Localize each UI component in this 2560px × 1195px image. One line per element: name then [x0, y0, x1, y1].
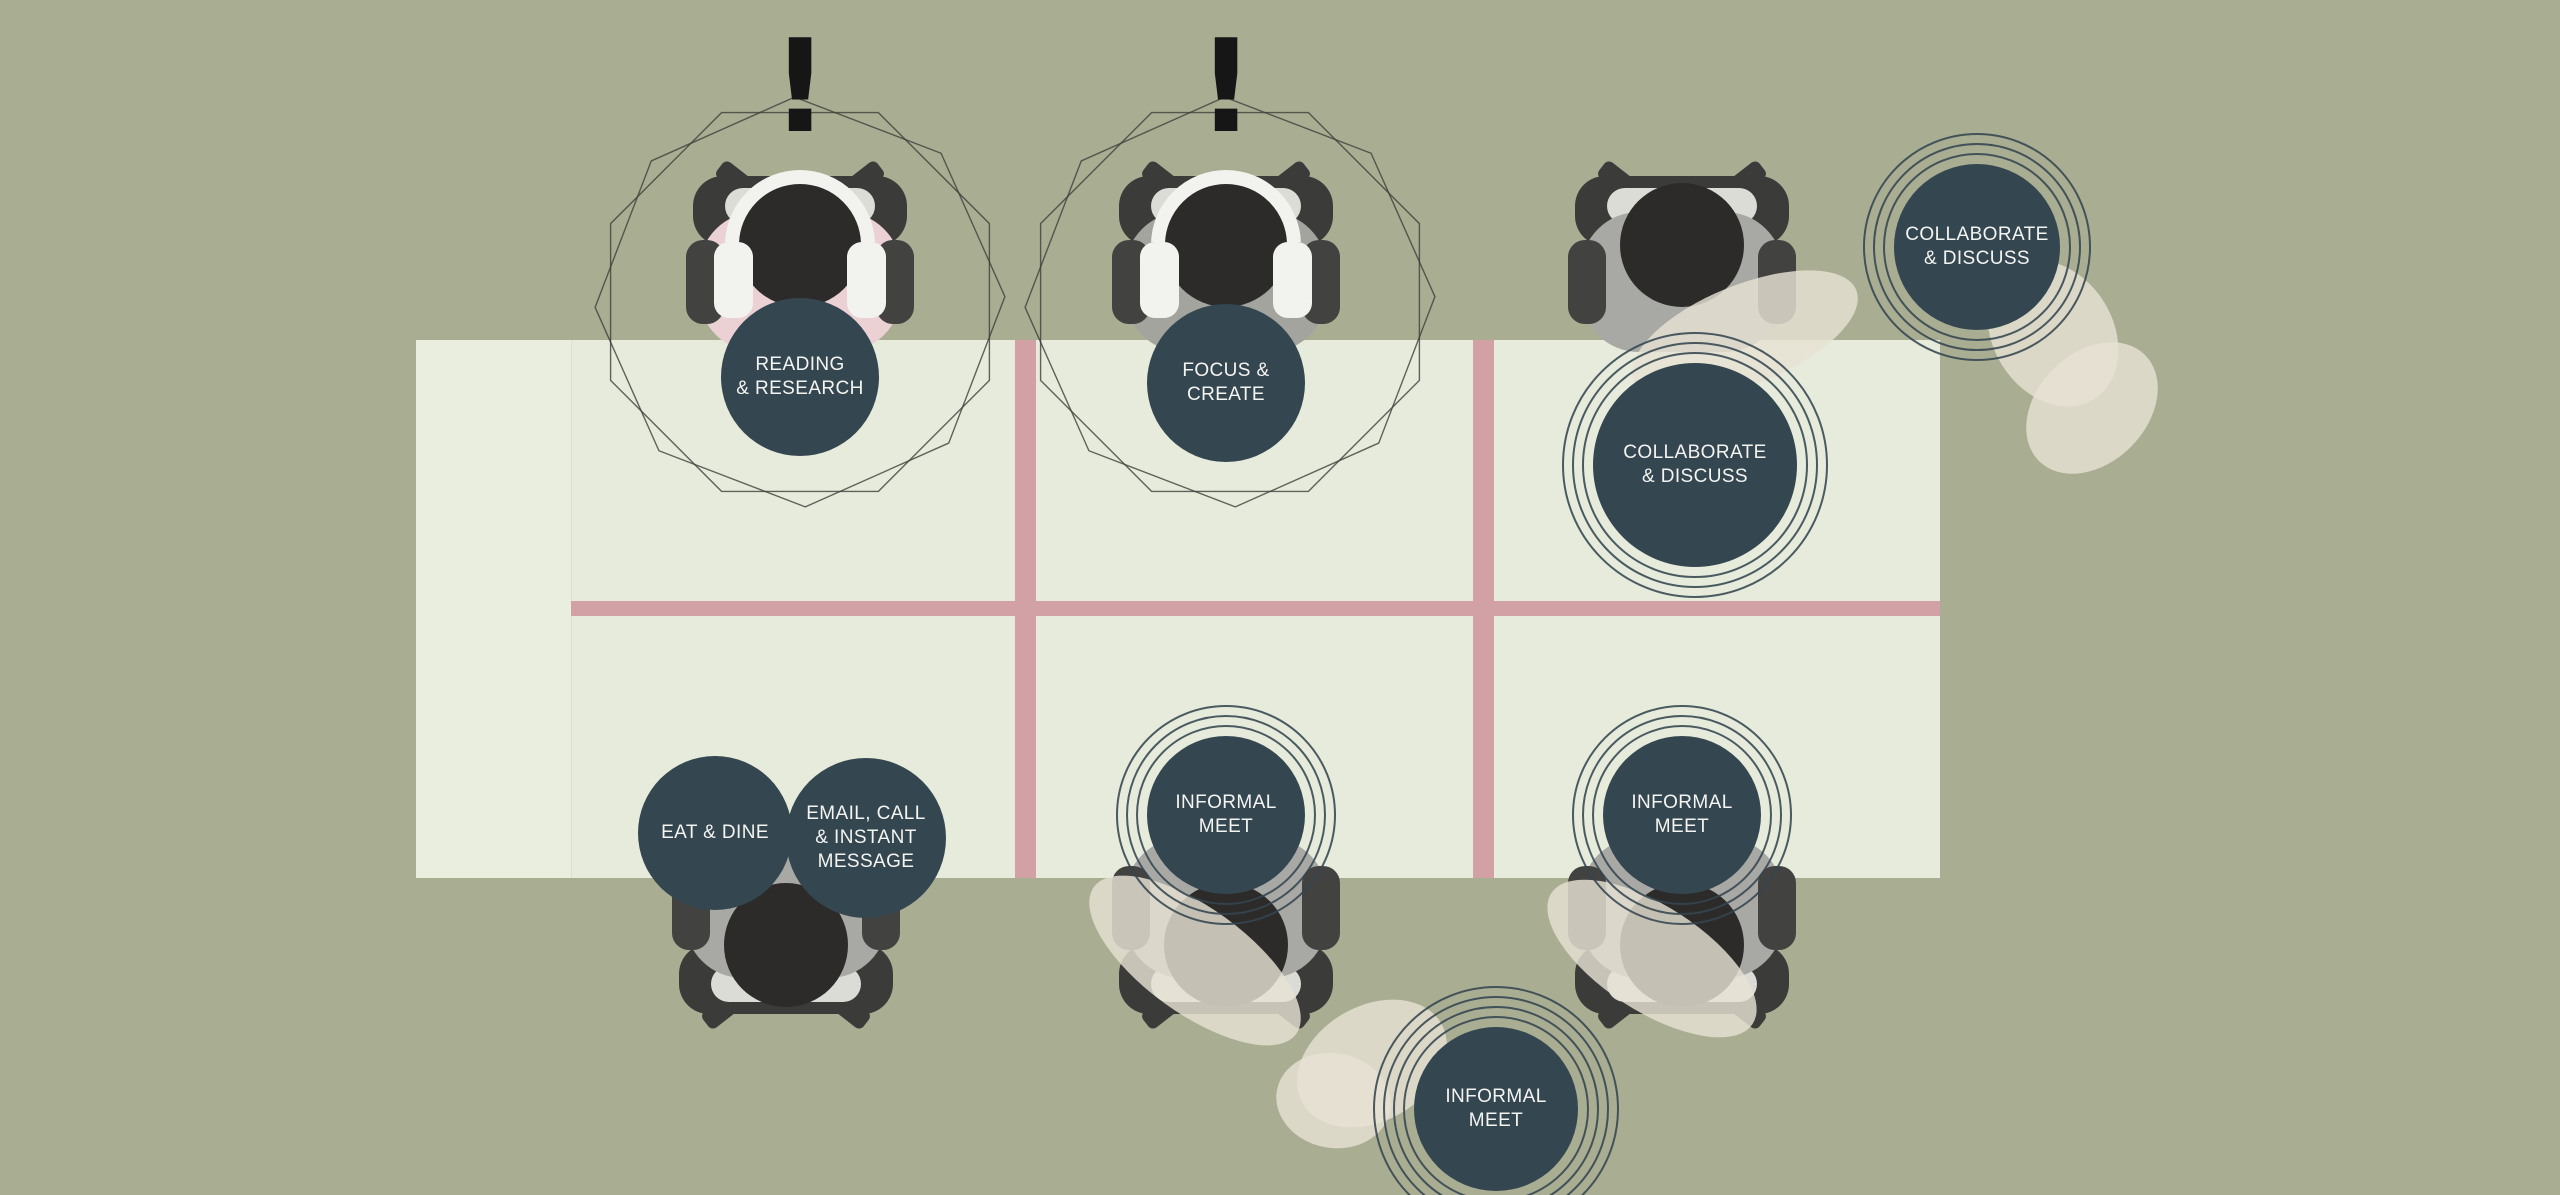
- badge-label: INFORMAL MEET: [1175, 791, 1277, 837]
- badge-informal-meet-center: INFORMAL MEET: [1116, 705, 1336, 925]
- badge-reading-research: READING & RESEARCH: [721, 298, 879, 456]
- badge-label: READING & RESEARCH: [736, 353, 864, 399]
- badge-informal-meet-right: INFORMAL MEET: [1572, 705, 1792, 925]
- badge-label: COLLABORATE & DISCUSS: [1623, 441, 1767, 487]
- badge-label: COLLABORATE & DISCUSS: [1905, 223, 2049, 269]
- headphone-earcup-left: [1140, 242, 1179, 318]
- badge-informal-meet-bottom: INFORMAL MEET: [1373, 986, 1619, 1195]
- table-end-section: [416, 340, 572, 878]
- badge-email-call-message: EMAIL, CALL & INSTANT MESSAGE: [786, 758, 946, 918]
- badge-collaborate-discuss-top: COLLABORATE & DISCUSS: [1863, 133, 2091, 361]
- table-divider-vertical-2: [1473, 340, 1494, 878]
- badge-label: INFORMAL MEET: [1445, 1085, 1547, 1131]
- chair-armrest-left: [1568, 240, 1606, 324]
- chair-armrest-right: [1758, 866, 1796, 950]
- badge-focus-create: FOCUS & CREATE: [1147, 304, 1305, 462]
- headphone-earcup-right: [847, 242, 886, 318]
- table-divider-horizontal: [571, 601, 1940, 616]
- headphone-earcup-left: [714, 242, 753, 318]
- badge-collaborate-discuss-mid: COLLABORATE & DISCUSS: [1562, 332, 1828, 598]
- exclamation-mark-left: !: [770, 13, 830, 162]
- badge-label: EMAIL, CALL & INSTANT MESSAGE: [806, 802, 926, 873]
- badge-label: INFORMAL MEET: [1631, 791, 1733, 837]
- headphone-earcup-right: [1273, 242, 1312, 318]
- badge-label: FOCUS & CREATE: [1182, 359, 1270, 405]
- person-head: [1620, 183, 1744, 307]
- chair-armrest-right: [1302, 866, 1340, 950]
- badge-label: EAT & DINE: [661, 821, 769, 843]
- table-divider-vertical-1: [1015, 340, 1036, 878]
- badge-eat-dine: EAT & DINE: [638, 756, 792, 910]
- exclamation-mark-right: !: [1196, 13, 1256, 162]
